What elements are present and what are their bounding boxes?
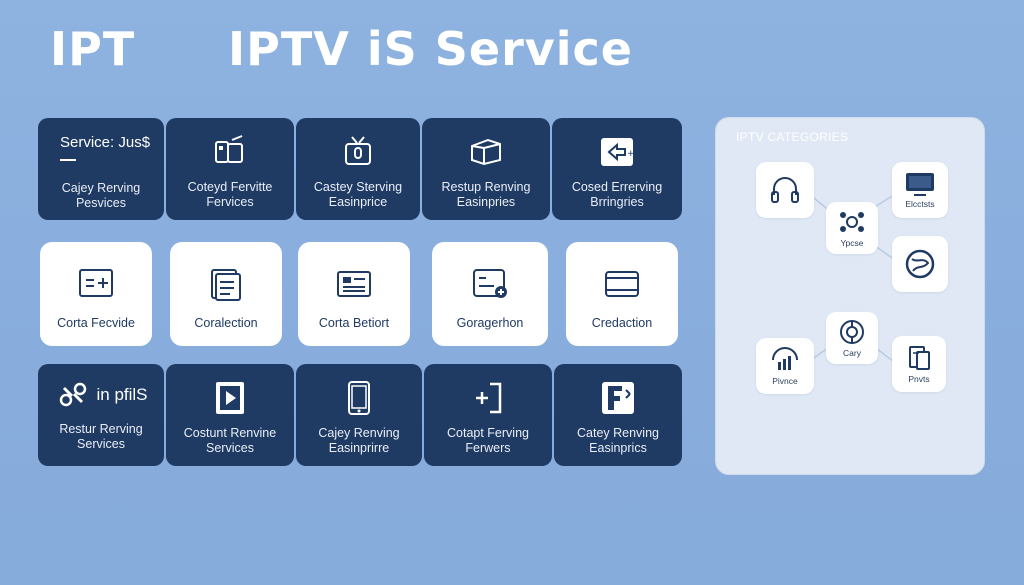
bracket-add-icon <box>468 378 508 418</box>
card-label: Goragerhon <box>456 316 524 330</box>
menu-icon <box>76 264 116 304</box>
signal-icon <box>772 347 798 370</box>
categories-panel: IPTV CATEGORIES Elcctsts Ypcse Cary Pivn… <box>715 117 985 475</box>
device-icon <box>210 132 250 172</box>
card-label: Coralection <box>194 316 258 330</box>
category-card[interactable]: Corta Betiort <box>298 242 410 346</box>
svg-text:+: + <box>627 149 635 159</box>
arrow-icon: + <box>597 132 637 172</box>
form-add-icon <box>470 264 510 304</box>
tv-icon <box>338 132 378 172</box>
tablet-icon <box>339 378 379 418</box>
document-stack-icon <box>206 264 246 304</box>
globe-icon <box>905 249 935 279</box>
docs-icon <box>909 346 930 370</box>
category-card[interactable]: Credaction <box>566 242 678 346</box>
play-doc-icon <box>210 378 250 418</box>
card-head-text: Service: Jus$ <box>60 134 151 151</box>
category-card[interactable]: Goragerhon <box>432 242 548 346</box>
card-label: Corta Fecvide <box>57 316 135 330</box>
node-label: Elcctsts <box>905 199 935 209</box>
category-card[interactable]: Coralection <box>170 242 282 346</box>
category-node[interactable]: Pnvts <box>892 336 946 392</box>
node-label: Pnvts <box>908 374 930 384</box>
film-icon <box>602 264 642 304</box>
category-node[interactable]: Elcctsts <box>892 162 948 218</box>
category-card[interactable]: Corta Fecvide <box>40 242 152 346</box>
category-node[interactable]: Ypcse <box>826 202 878 254</box>
newspaper-icon <box>334 264 374 304</box>
category-node[interactable]: Cary <box>826 312 878 364</box>
f-logo-icon <box>598 378 638 418</box>
node-label: Ypcse <box>840 238 864 248</box>
aperture-icon <box>840 320 864 344</box>
card-label: Corta Betiort <box>318 316 390 330</box>
link-icon <box>60 382 87 407</box>
category-node[interactable]: Pivnce <box>756 338 814 394</box>
category-node[interactable] <box>892 236 948 292</box>
page-title-left: IPT <box>50 22 136 76</box>
card-head-row: in pfilS <box>54 380 148 410</box>
card-label: Credaction <box>591 316 653 330</box>
card-head-text: in pfilS <box>96 385 148 404</box>
panel-title: IPTV CATEGORIES <box>736 130 849 144</box>
box-icon <box>466 132 506 172</box>
category-node[interactable] <box>756 162 814 218</box>
tv-icon <box>906 173 934 196</box>
divider <box>60 159 76 161</box>
node-label: Pivnce <box>772 376 798 386</box>
headphones-icon <box>771 177 799 203</box>
page-title: IPTV iS Service <box>228 22 633 76</box>
network-icon <box>840 212 864 232</box>
node-label: Cary <box>843 348 861 358</box>
